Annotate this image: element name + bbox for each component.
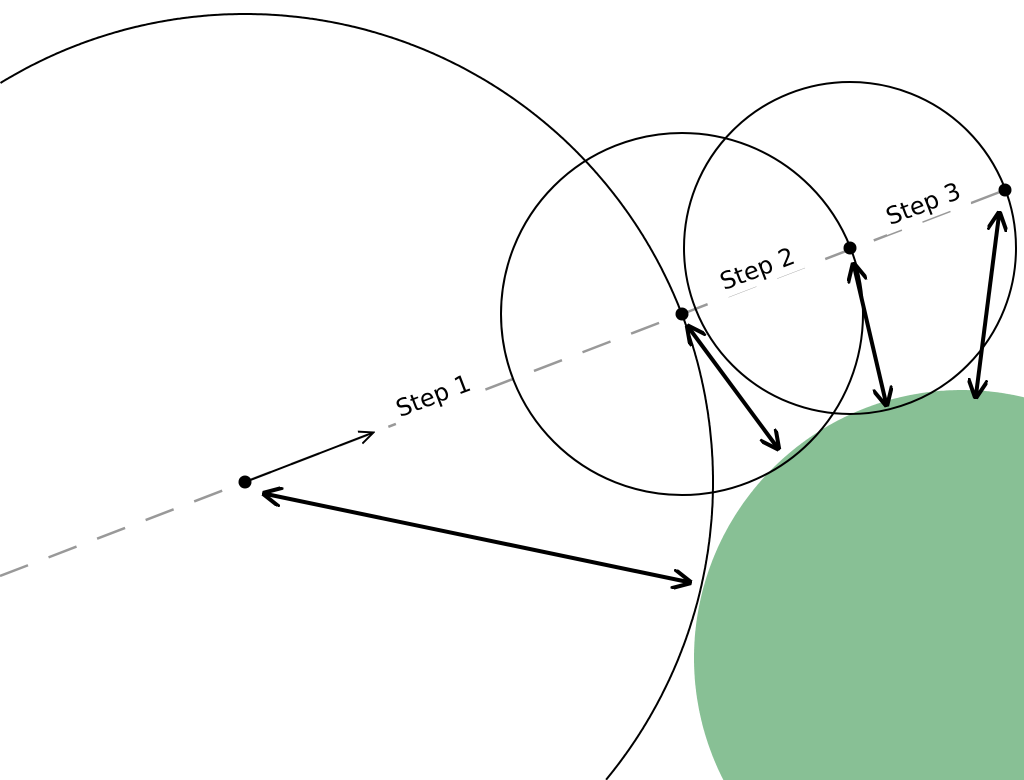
distance-arrow-4	[976, 215, 999, 395]
distance-arrow-1	[266, 494, 688, 582]
distance-circle-3	[683, 81, 1017, 415]
ray-direction-arrow	[244, 433, 372, 483]
distance-arrow-3	[854, 266, 886, 403]
ray-origin-point	[238, 475, 252, 489]
step-point-1	[675, 307, 689, 321]
distance-arrow-2	[689, 328, 777, 447]
ray-line	[0, 188, 1006, 578]
surface-object	[694, 390, 1024, 780]
step-point-2	[843, 241, 857, 255]
distance-circle-1	[0, 13, 714, 780]
step-point-3	[998, 183, 1012, 197]
